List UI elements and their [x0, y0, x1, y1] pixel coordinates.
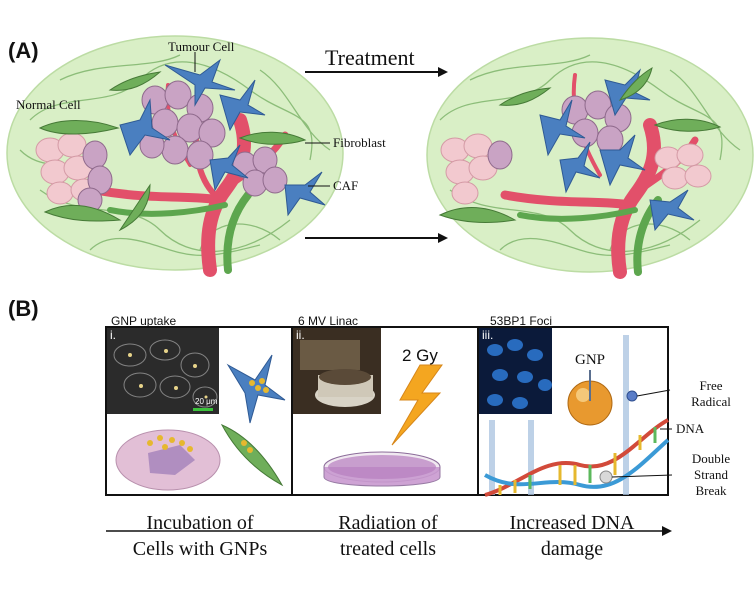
- dsb-line1: Double: [691, 451, 731, 466]
- dna-helix: [484, 418, 670, 497]
- stage3-roman: iii.: [482, 328, 494, 342]
- caption-stage1-line1: Incubation of: [146, 512, 254, 534]
- radiation-beams: [489, 335, 629, 495]
- dose-label: 2 Gy: [402, 346, 438, 365]
- gnp-label: GNP: [575, 352, 606, 368]
- dsb-line3: Break: [695, 483, 727, 498]
- caption-stage3-line2: damage: [540, 538, 604, 560]
- stage3-header: 53BP1 Foci: [490, 314, 553, 328]
- caption-stage1-line2: Cells with GNPs: [132, 538, 268, 560]
- tumour-cells-left: [77, 80, 288, 213]
- panel-b-label: (B): [8, 296, 39, 321]
- free-radical-dot: [626, 390, 638, 402]
- tumour-cell-label: Tumour Cell: [168, 39, 235, 54]
- radiation-bolt: [391, 364, 443, 446]
- free-radical-line1: Free: [699, 378, 723, 393]
- fibroblast-label: Fibroblast: [333, 135, 386, 150]
- scale-bar: [193, 408, 213, 411]
- double-strand-break-marker: [599, 470, 613, 484]
- caf-label: CAF: [333, 178, 359, 193]
- fibroblast-cells-left: [38, 71, 307, 232]
- stage2-roman: ii.: [296, 328, 305, 342]
- scale-bar-label: 20 μm: [195, 397, 218, 406]
- dsb-line2: Strand: [694, 467, 728, 482]
- caf-cells-left: [119, 58, 326, 217]
- caption-stage3: Increased DNA damage: [482, 510, 662, 562]
- caption-stage2-line1: Radiation of: [338, 512, 438, 534]
- caption-stage2-line2: treated cells: [339, 538, 437, 560]
- cell-nucleus: [148, 445, 195, 475]
- treatment-arrowhead-top: [438, 67, 448, 77]
- caption-stage2: Radiation of treated cells: [298, 510, 478, 562]
- gnp-microscopy-image: [107, 328, 219, 414]
- stage1-roman: i.: [110, 328, 116, 342]
- panel-b-illustration: [105, 326, 673, 497]
- blood-vessel-right: [500, 73, 699, 279]
- dna-label: DNA: [676, 421, 705, 436]
- normal-cells-right: [440, 133, 712, 205]
- panel-a-illustration: [6, 35, 754, 279]
- treatment-label: Treatment: [325, 45, 415, 70]
- stage1-header: GNP uptake: [111, 314, 177, 328]
- fibroblast-with-gnp: [220, 423, 284, 487]
- treatment-arrowhead-bottom: [438, 233, 448, 243]
- free-radical-label: Free Radical: [676, 378, 746, 410]
- free-radical-line2: Radical: [691, 394, 731, 409]
- dsb-label: Double Strand Break: [676, 451, 746, 499]
- stage2-header: 6 MV Linac: [298, 314, 359, 328]
- normal-cell-label: Normal Cell: [16, 97, 81, 112]
- timeline-arrow: [106, 526, 672, 536]
- caption-stage1: Incubation of Cells with GNPs: [110, 510, 290, 562]
- caption-stage3-line1: Increased DNA: [509, 512, 635, 534]
- fibroblast-cells-right: [438, 66, 722, 224]
- panel-a-label: (A): [8, 38, 39, 63]
